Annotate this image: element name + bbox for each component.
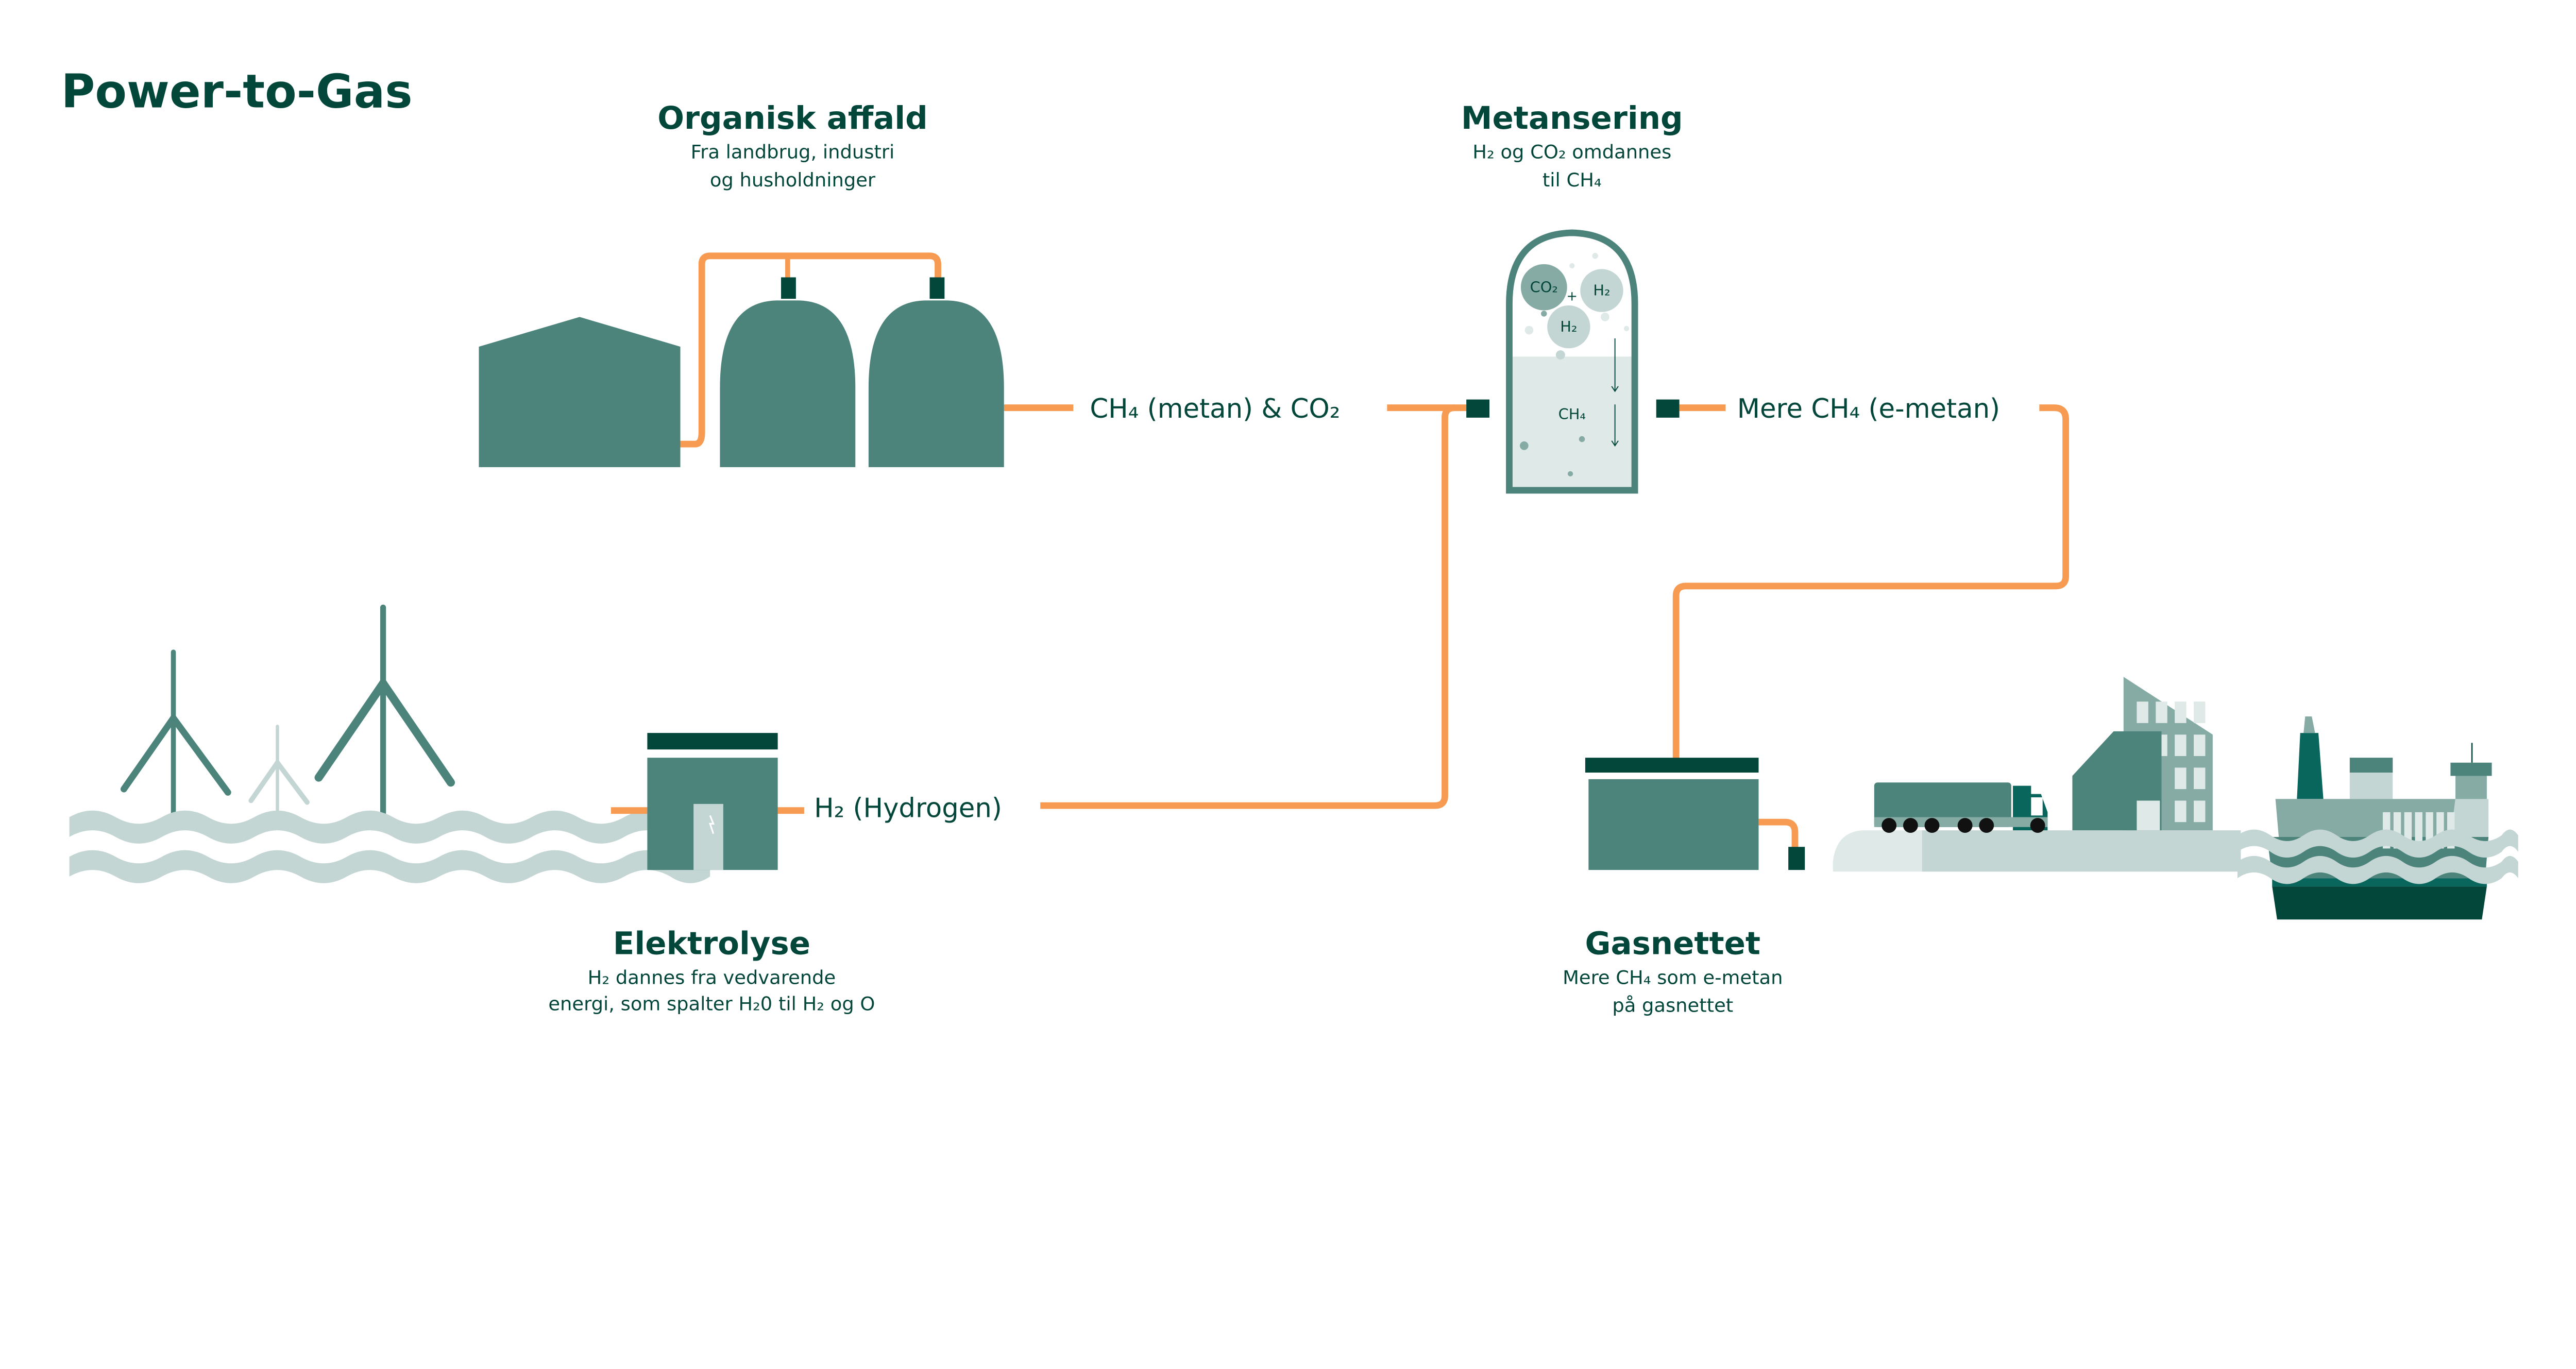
waves-icon — [2237, 829, 2518, 884]
wind-turbine-icon — [314, 604, 455, 820]
pipe — [680, 252, 941, 448]
flow-label-emethane: Mere CH₄ (e-metan) — [1737, 393, 2000, 424]
reactor-label-h2: H₂ — [1593, 282, 1610, 299]
truck-icon — [1874, 782, 2048, 833]
wind-turbine-icon — [120, 649, 231, 820]
quay — [1833, 830, 1924, 872]
wave-band — [69, 810, 710, 844]
pipe-connector — [1788, 847, 1805, 870]
flow-label-biogas: CH₄ (metan) & CO₂ — [1090, 393, 1340, 424]
pipe-connector — [1656, 399, 1680, 418]
building-window — [2175, 767, 2187, 790]
gas-grid-section: Gasnettet Mere CH₄ som e-metan på gasnet… — [1563, 758, 1805, 1017]
section-description-line: energi, som spalter H₂0 til H₂ og O — [548, 993, 875, 1015]
waves-icon — [69, 810, 710, 883]
methanation-section: Metansering H₂ og CO₂ omdannes til CH₄ C… — [1461, 100, 1683, 494]
section-description-line: H₂ dannes fra vedvarende — [588, 966, 836, 988]
building-window — [2156, 701, 2167, 723]
quay — [1922, 830, 2241, 872]
section-description-line: Fra landbrug, industri — [691, 141, 895, 163]
electrolysis-section: H₂ (Hydrogen) Elektrolyse H₂ dannes fra … — [548, 733, 1002, 1015]
section-description-line: til CH₄ — [1543, 169, 1602, 191]
building-window — [2175, 800, 2187, 823]
wave-band — [69, 850, 710, 883]
power-to-gas-diagram: Power-to-Gas Organisk affald Fra landbru… — [61, 65, 2518, 1017]
section-title: Organisk affald — [657, 100, 927, 136]
organic-waste-section: Organisk affald Fra landbrug, industri o… — [479, 100, 1340, 468]
building-window — [2137, 701, 2148, 723]
section-description-line: på gasnettet — [1612, 995, 1733, 1017]
methanation-reactor-icon: CO₂ + H₂ H₂ CH₄ — [1506, 229, 1638, 494]
section-description-line: og husholdninger — [710, 169, 876, 191]
biogas-tank-icon — [720, 300, 856, 468]
reactor-label-co2: CO₂ — [1530, 278, 1558, 296]
reactor-label-h2: H₂ — [1560, 318, 1577, 335]
building-window — [2194, 767, 2206, 790]
pipe-connector — [1466, 399, 1490, 418]
ship-window — [2415, 812, 2422, 849]
pipe — [1040, 404, 1455, 809]
office-building-icon — [2072, 677, 2213, 831]
pipe — [1758, 818, 1799, 849]
reactor-label-plus: + — [1567, 288, 1578, 304]
tank-valve — [781, 277, 796, 299]
section-title: Elektrolyse — [613, 926, 810, 962]
section-description-line: Mere CH₄ som e-metan — [1563, 966, 1783, 988]
barn-icon — [479, 317, 681, 468]
wind-turbine-icon — [248, 725, 310, 819]
offshore-wind-section — [69, 604, 710, 883]
wave-band — [2237, 829, 2518, 858]
building-window — [2175, 734, 2187, 756]
section-description-line: H₂ og CO₂ omdannes — [1472, 141, 1671, 163]
biogas-tank-icon — [868, 300, 1004, 468]
gas-grid-building-icon — [1588, 779, 1759, 870]
building-window — [2194, 701, 2206, 723]
building-window — [2194, 800, 2206, 823]
electrolysis-building-roof — [647, 733, 778, 750]
ship-icon — [2267, 716, 2492, 920]
section-title: Metansering — [1461, 100, 1683, 136]
building-window — [2175, 701, 2187, 723]
electrolysis-door — [693, 803, 723, 870]
flow-label-hydrogen: H₂ (Hydrogen) — [814, 793, 1002, 824]
gas-grid-building-roof — [1585, 758, 1759, 773]
wave-band — [2237, 855, 2518, 884]
diagram-frame: Power-to-Gas Organisk affald Fra landbru… — [61, 65, 2518, 1017]
reactor-label-ch4: CH₄ — [1558, 405, 1586, 423]
section-title: Gasnettet — [1585, 926, 1761, 962]
tank-valve — [929, 277, 945, 299]
page-title: Power-to-Gas — [61, 65, 413, 118]
building-window — [2194, 734, 2206, 756]
lightning-icon — [708, 815, 715, 834]
pipe — [1672, 404, 2070, 760]
harbour-scene — [1833, 677, 2492, 920]
arrow-down-icon — [1611, 338, 1619, 447]
